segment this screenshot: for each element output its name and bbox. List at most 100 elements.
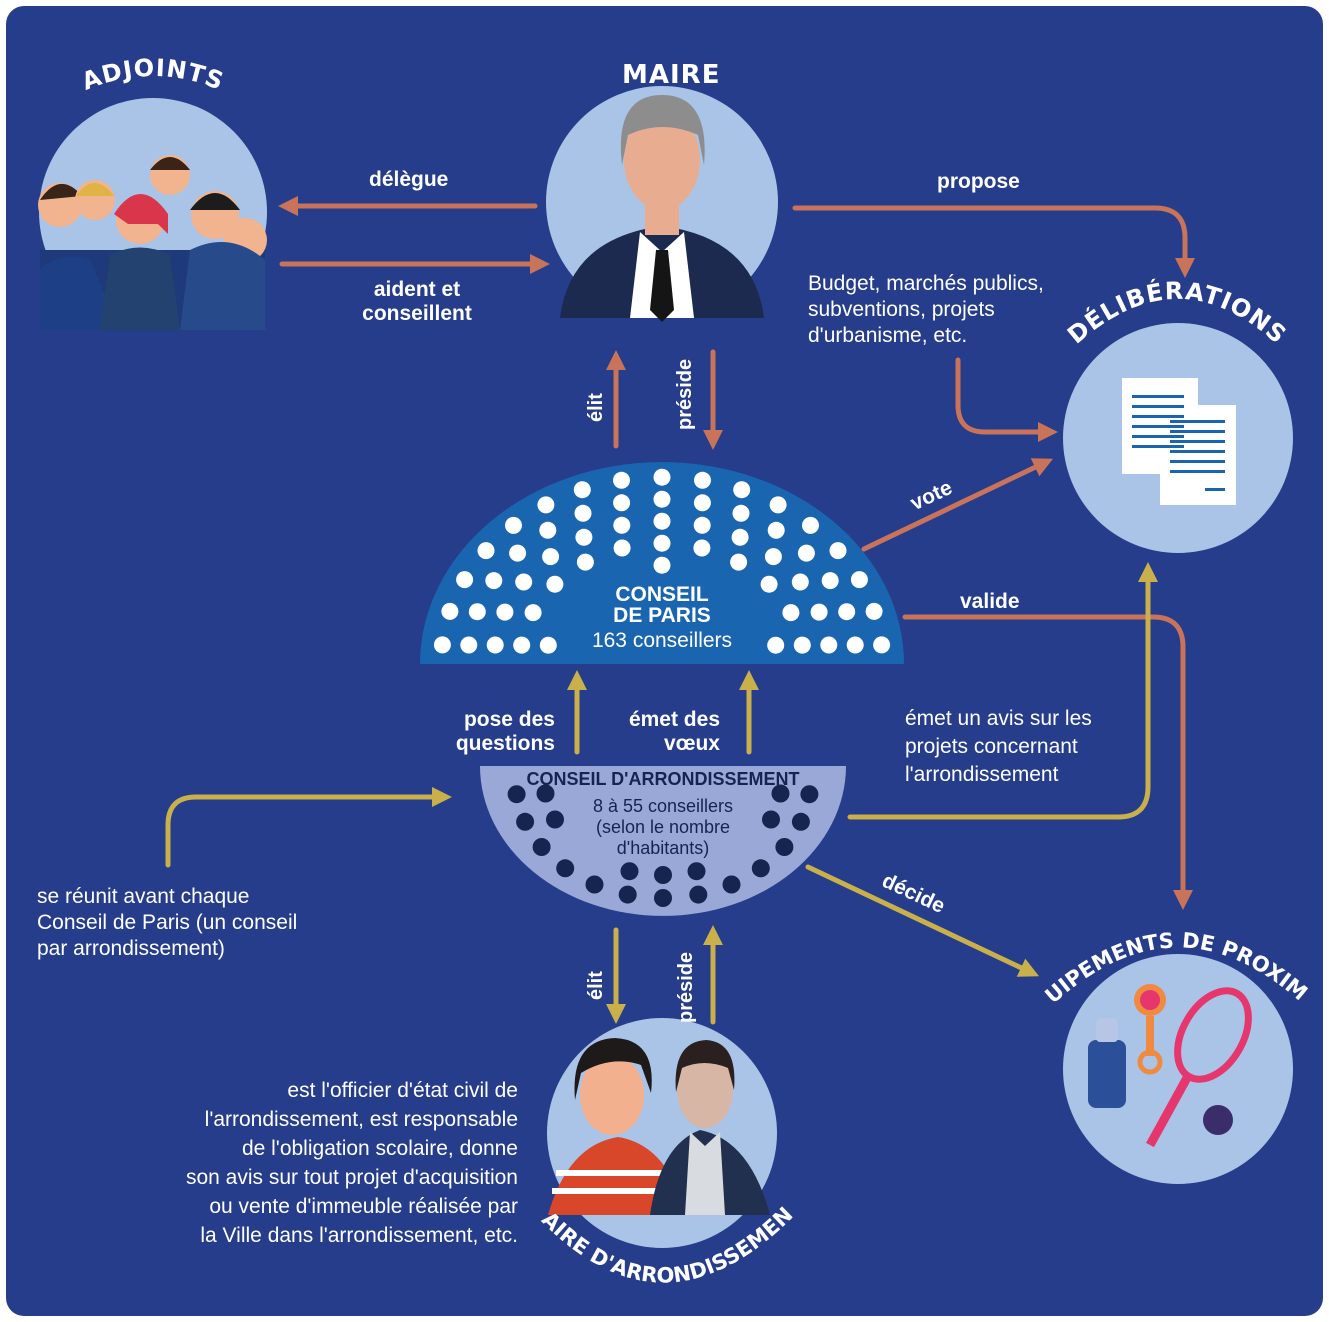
seat-dot xyxy=(613,494,631,512)
preside-bottom-label: préside xyxy=(675,951,697,1023)
seat-dot xyxy=(760,575,778,593)
delegue-label: délègue xyxy=(369,168,449,191)
seat-dot xyxy=(441,602,459,620)
seat-dot xyxy=(574,504,592,522)
couple-portrait-icon xyxy=(548,1038,770,1215)
avis-description: émet un avis sur les projets concernant … xyxy=(905,705,1092,789)
seat-dot xyxy=(820,636,838,654)
arrow-vote xyxy=(861,458,1054,552)
seat-dot xyxy=(456,571,474,589)
sport-equipment-icon xyxy=(1088,984,1252,1148)
deliberations-circle xyxy=(1063,323,1293,553)
budget-line: subventions, projets xyxy=(808,298,995,321)
arrow-decide xyxy=(805,864,1040,977)
aident-label: aident et conseillent xyxy=(352,278,482,326)
seat-dot xyxy=(654,866,672,884)
avis-line: l'arrondissement xyxy=(905,763,1059,786)
seat-dot xyxy=(722,875,741,894)
maire-arrondissement-circle xyxy=(547,1018,777,1248)
seat-dot xyxy=(802,516,819,534)
equipements-circle xyxy=(1063,954,1293,1184)
seat-dot xyxy=(468,603,486,621)
seat-dot xyxy=(536,784,555,803)
seat-dot xyxy=(829,542,847,560)
seat-dot xyxy=(618,885,637,904)
arrow-valide xyxy=(902,614,1193,910)
seat-dot xyxy=(513,636,531,654)
seat-dot xyxy=(751,859,770,878)
man-in-suit-icon xyxy=(560,95,764,322)
emet-line2: vœux xyxy=(663,732,720,755)
seat-dot xyxy=(693,516,711,534)
seat-dot xyxy=(775,838,794,856)
seat-dot xyxy=(793,636,811,654)
emet-label: émet des vœux xyxy=(600,708,720,756)
conseil-paris-label: CONSEIL DE PARIS 163 conseillers xyxy=(562,584,762,656)
seat-dot xyxy=(654,889,672,907)
reunit-line: se réunit avant chaque xyxy=(37,885,250,908)
reunit-description: se réunit avant chaque Conseil de Paris … xyxy=(37,884,297,962)
seat-dot xyxy=(585,875,604,894)
maire-title: MAIRE xyxy=(622,60,721,90)
conseil-paris-count: 163 conseillers xyxy=(591,629,733,652)
arrow-reunit xyxy=(165,787,452,868)
adjoints-circle xyxy=(38,98,267,330)
pose-line1: pose des xyxy=(463,708,555,731)
seat-dot xyxy=(496,603,514,621)
seat-dot xyxy=(687,862,706,881)
valide-label: valide xyxy=(960,590,1020,613)
seat-dot xyxy=(433,636,451,654)
seat-dot xyxy=(797,544,815,562)
seat-dot xyxy=(873,636,891,654)
budget-description: Budget, marchés publics, subventions, pr… xyxy=(808,271,1044,349)
pose-line2: questions xyxy=(455,732,555,755)
seat-dot xyxy=(733,481,751,499)
arrow-budget xyxy=(955,357,1058,442)
arr-count-line2: (selon le nombre xyxy=(595,817,731,837)
seat-dot xyxy=(575,528,593,546)
seat-dot xyxy=(486,636,504,654)
seat-dot xyxy=(732,504,750,522)
seat-dot xyxy=(460,636,478,654)
budget-line: d'urbanisme, etc. xyxy=(808,324,968,347)
seat-dot xyxy=(782,604,800,622)
conseil-paris-name1: CONSEIL xyxy=(615,583,709,606)
seat-dot xyxy=(653,490,671,508)
seat-dot xyxy=(546,810,564,829)
seat-dot xyxy=(767,521,785,539)
seat-dot xyxy=(653,534,671,552)
seat-dot xyxy=(477,542,495,560)
seat-dot xyxy=(613,539,631,557)
conseil-paris-name2: DE PARIS xyxy=(613,604,711,627)
elit-top-label: élit xyxy=(585,393,607,422)
officier-line: est l'officier d'état civil de xyxy=(287,1079,518,1102)
seat-dot xyxy=(532,838,551,856)
officier-line: la Ville dans l'arrondissement, etc. xyxy=(200,1224,518,1247)
budget-line: Budget, marchés publics, xyxy=(808,272,1044,295)
seat-dot xyxy=(693,494,711,512)
seat-dot xyxy=(573,481,591,499)
propose-label: propose xyxy=(937,170,1020,193)
reunit-line: Conseil de Paris (un conseil xyxy=(37,911,298,934)
seat-dot xyxy=(838,603,856,621)
seat-dot xyxy=(653,512,671,530)
seat-dot xyxy=(613,516,631,534)
officier-line: de l'obligation scolaire, donne xyxy=(241,1137,518,1160)
documents-icon xyxy=(1122,378,1236,505)
seat-dot xyxy=(620,862,639,881)
avis-line: projets concernant xyxy=(905,735,1078,758)
seat-dot xyxy=(771,784,790,803)
conseil-arrondissement-name: CONSEIL D'ARRONDISSEMENT xyxy=(526,769,800,789)
maire-circle xyxy=(546,86,778,322)
seat-dot xyxy=(800,785,819,804)
seat-dot xyxy=(865,602,883,620)
seat-dot xyxy=(846,636,864,654)
arrow-propose xyxy=(792,205,1195,278)
seat-dot xyxy=(731,528,749,546)
seat-dot xyxy=(821,572,839,590)
arr-count-line1: 8 à 55 conseillers xyxy=(592,796,734,816)
seat-dot xyxy=(524,604,542,622)
seat-dot xyxy=(653,468,671,486)
seat-dot xyxy=(764,548,782,566)
